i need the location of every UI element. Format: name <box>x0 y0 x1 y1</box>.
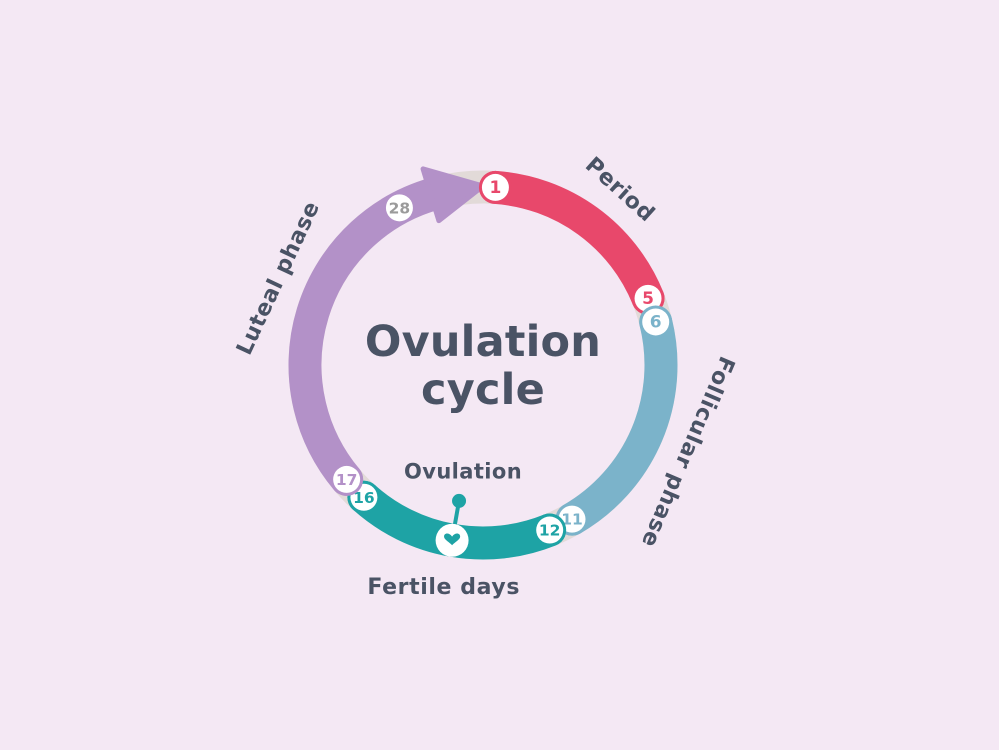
day-marker-label: 17 <box>336 471 358 489</box>
day-marker-disc <box>634 284 662 312</box>
day-marker-label: 28 <box>389 199 411 217</box>
heart-icon <box>444 533 461 546</box>
day-marker-disc <box>385 194 413 222</box>
phase-label-fertile-days: Fertile days <box>367 575 520 600</box>
phase-arc-follicular-phase <box>555 305 678 536</box>
ovulation-annotation: Ovulation <box>404 459 522 557</box>
day-marker-label: 5 <box>642 289 654 309</box>
arrow-head <box>420 166 486 224</box>
day-marker-17: 17 <box>330 462 364 496</box>
ovulation-pin-dot <box>452 493 467 508</box>
day-marker-28: 28 <box>385 194 413 222</box>
day-marker-label: 6 <box>650 312 662 332</box>
day-marker-disc <box>333 465 361 493</box>
day-marker-6: 6 <box>639 305 673 339</box>
day-marker-1: 1 <box>478 170 512 204</box>
title-line-1: Ovulation <box>365 317 601 367</box>
title-line-2: cycle <box>421 365 545 415</box>
day-marker-12: 12 <box>533 513 567 547</box>
day-marker-disc <box>481 173 509 201</box>
ovulation-label: Ovulation <box>404 459 522 483</box>
phase-arc-luteal-phase <box>288 177 451 496</box>
day-marker-label: 12 <box>539 522 561 540</box>
center-title: Ovulation cycle <box>365 317 601 415</box>
phase-arcs <box>288 170 678 560</box>
day-marker-label: 11 <box>561 511 583 529</box>
day-marker-label: 1 <box>489 178 501 198</box>
day-marker-label: 16 <box>353 489 375 507</box>
day-marker-disc <box>642 308 670 336</box>
cycle-direction-arrowhead <box>420 166 486 224</box>
day-marker-disc <box>536 516 564 544</box>
phase-arc-period <box>478 170 665 315</box>
